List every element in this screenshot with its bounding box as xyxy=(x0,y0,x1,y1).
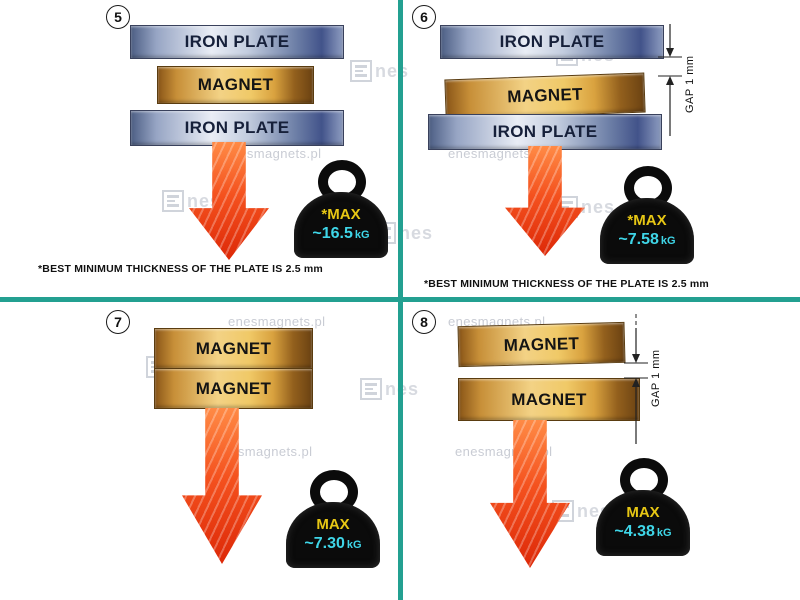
max-label: *MAX xyxy=(627,212,667,229)
iron-plate-bottom: IRON PLATE xyxy=(428,114,662,150)
panel-number-badge: 8 xyxy=(412,310,436,334)
enes-logo-text: nes xyxy=(399,223,434,243)
magnet: MAGNET xyxy=(157,66,314,104)
value-number: ~7.58 xyxy=(618,231,659,248)
footnote-bold: 2.5 mm xyxy=(285,263,323,275)
footnote: *BEST MINIMUM THICKNESS OF THE PLATE IS … xyxy=(424,278,709,290)
panel-number-badge: 6 xyxy=(412,5,436,29)
enes-logo: nes xyxy=(162,190,221,212)
value-unit: kG xyxy=(354,229,370,241)
watermark-url: enesmagnets.pl xyxy=(224,146,322,161)
value-unit: kG xyxy=(660,235,676,247)
iron-plate-bottom: IRON PLATE xyxy=(130,110,344,146)
max-label: MAX xyxy=(626,504,660,521)
gap-dimension-arrows xyxy=(658,24,682,136)
pull-force-arrow xyxy=(505,146,585,256)
enes-logo-text: nes xyxy=(187,191,222,211)
watermark-url: enesmagnets.pl xyxy=(215,444,313,459)
panel-6: 6 IRON PLATE MAGNET IRON PLATE GAP 1 mm … xyxy=(400,0,800,300)
panel-number-badge: 7 xyxy=(106,310,130,334)
enes-logo-icon xyxy=(350,60,372,82)
magnet-top: MAGNET xyxy=(457,321,626,368)
gap-dimension-arrows xyxy=(624,314,648,444)
max-label: MAX xyxy=(316,516,350,533)
gap-label: GAP 1 mm xyxy=(650,349,662,407)
iron-plate-top: IRON PLATE xyxy=(130,25,344,59)
magnet-top: MAGNET xyxy=(154,328,313,369)
pull-force-arrow xyxy=(182,408,262,564)
magnet-bottom: MAGNET xyxy=(458,378,640,421)
footnote-bold: 2.5 mm xyxy=(671,278,709,290)
magnet-bottom: MAGNET xyxy=(154,368,313,409)
panel-number-badge: 5 xyxy=(106,5,130,29)
enes-logo-icon xyxy=(162,190,184,212)
value-number: ~7.30 xyxy=(304,535,345,552)
enes-logo-text: nes xyxy=(581,197,616,217)
value-unit: kG xyxy=(656,527,672,539)
value-number: ~4.38 xyxy=(614,523,655,540)
value-unit: kG xyxy=(346,539,362,551)
panel-5: 5 IRON PLATE MAGNET IRON PLATE *MAX ~16.… xyxy=(0,0,400,300)
pull-force-arrow xyxy=(490,420,570,568)
value-number: ~16.5 xyxy=(312,225,353,242)
max-label: *MAX xyxy=(321,206,361,223)
gap-label: GAP 1 mm xyxy=(684,55,696,113)
horizontal-divider xyxy=(0,297,800,302)
iron-plate-top: IRON PLATE xyxy=(440,25,664,59)
footnote-text: *BEST MINIMUM THICKNESS OF THE PLATE IS xyxy=(424,278,672,290)
magnet: MAGNET xyxy=(444,72,646,120)
pull-force-arrow xyxy=(189,142,269,260)
watermark-url: enesmagnets.pl xyxy=(228,314,326,329)
footnote-text: *BEST MINIMUM THICKNESS OF THE PLATE IS xyxy=(38,263,286,275)
footnote: *BEST MINIMUM THICKNESS OF THE PLATE IS … xyxy=(38,263,323,275)
enes-logo-icon xyxy=(360,378,382,400)
